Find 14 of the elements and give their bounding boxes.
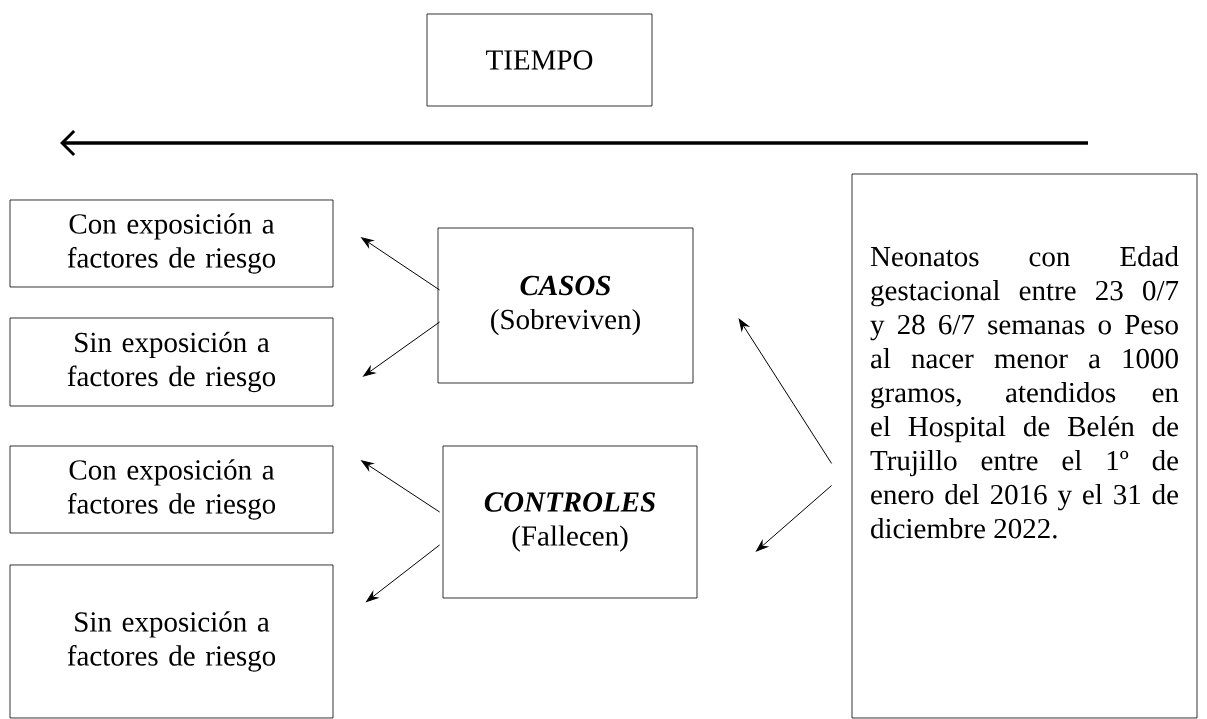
control-box: CONTROLES (Fallecen) xyxy=(442,445,698,599)
group-box: Sin exposición a factores de riesgo xyxy=(9,564,334,719)
arrow xyxy=(738,318,833,464)
case-box: CASOS (Sobreviven) xyxy=(437,227,694,384)
arrow xyxy=(361,460,441,513)
group-box: Con exposición a factores de riesgo xyxy=(9,445,334,534)
group-box: Con exposición a factores de riesgo xyxy=(9,199,334,288)
title-box: TIEMPO xyxy=(426,13,653,107)
arrow xyxy=(366,544,441,603)
arrow xyxy=(363,321,441,377)
population-box: Neonatos con Edad gestacional entre 23 0/7 y 28 6/7 semanas o Peso al nacer menor a 1000 gramos, atendidos en el Hospital de Belén de Trujillo entre el 1º de enero del 2016 y el 31 de diciembre 2022. xyxy=(851,173,1198,719)
arrow xyxy=(756,485,833,552)
group-box: Sin exposición a factores de riesgo xyxy=(9,317,334,407)
arrow xyxy=(361,237,441,291)
